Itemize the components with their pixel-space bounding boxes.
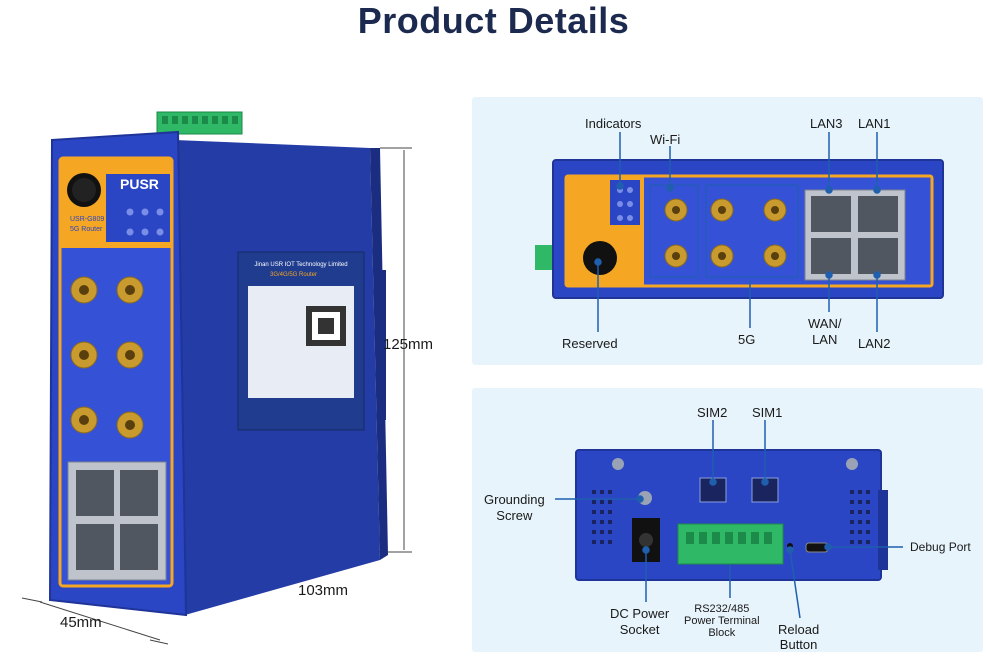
- page-title: Product Details: [357, 0, 630, 41]
- label-dc-power-socket: DC Power Socket: [610, 606, 670, 637]
- depth-dimension: 103mm: [298, 582, 349, 599]
- label-terminal-block: RS232/485 Power Terminal Block: [684, 603, 760, 639]
- label-lan2: LAN2: [858, 336, 891, 351]
- label-5g: 5G: [738, 332, 756, 347]
- label-wifi: Wi-Fi: [650, 132, 681, 147]
- label-indicators: Indicators: [585, 116, 642, 131]
- label-sim2: SIM2: [697, 405, 728, 420]
- label-lan1: LAN1: [858, 116, 891, 131]
- front-brand-label: PUSR: [120, 176, 159, 192]
- front-model-label: USR-G809: [70, 216, 105, 223]
- label-lan3: LAN3: [810, 116, 843, 131]
- label-grounding-screw: Grounding Screw: [484, 492, 545, 523]
- front-series-label: 5G Router: [70, 226, 103, 233]
- label-sim1: SIM1: [752, 405, 783, 420]
- height-dimension: 125mm: [383, 336, 434, 353]
- label-debug-port: Debug Port: [910, 540, 971, 554]
- label-reserved: Reserved: [562, 336, 618, 351]
- sticker-company: Jinan USR IOT Technology Limited: [254, 262, 348, 268]
- width-dimension: 45mm: [60, 614, 102, 631]
- sticker-product: 3G/4G/5G Router: [270, 272, 318, 278]
- label-reload-button: Reload Button: [778, 622, 820, 652]
- label-wan-lan: WAN/ LAN: [808, 316, 842, 347]
